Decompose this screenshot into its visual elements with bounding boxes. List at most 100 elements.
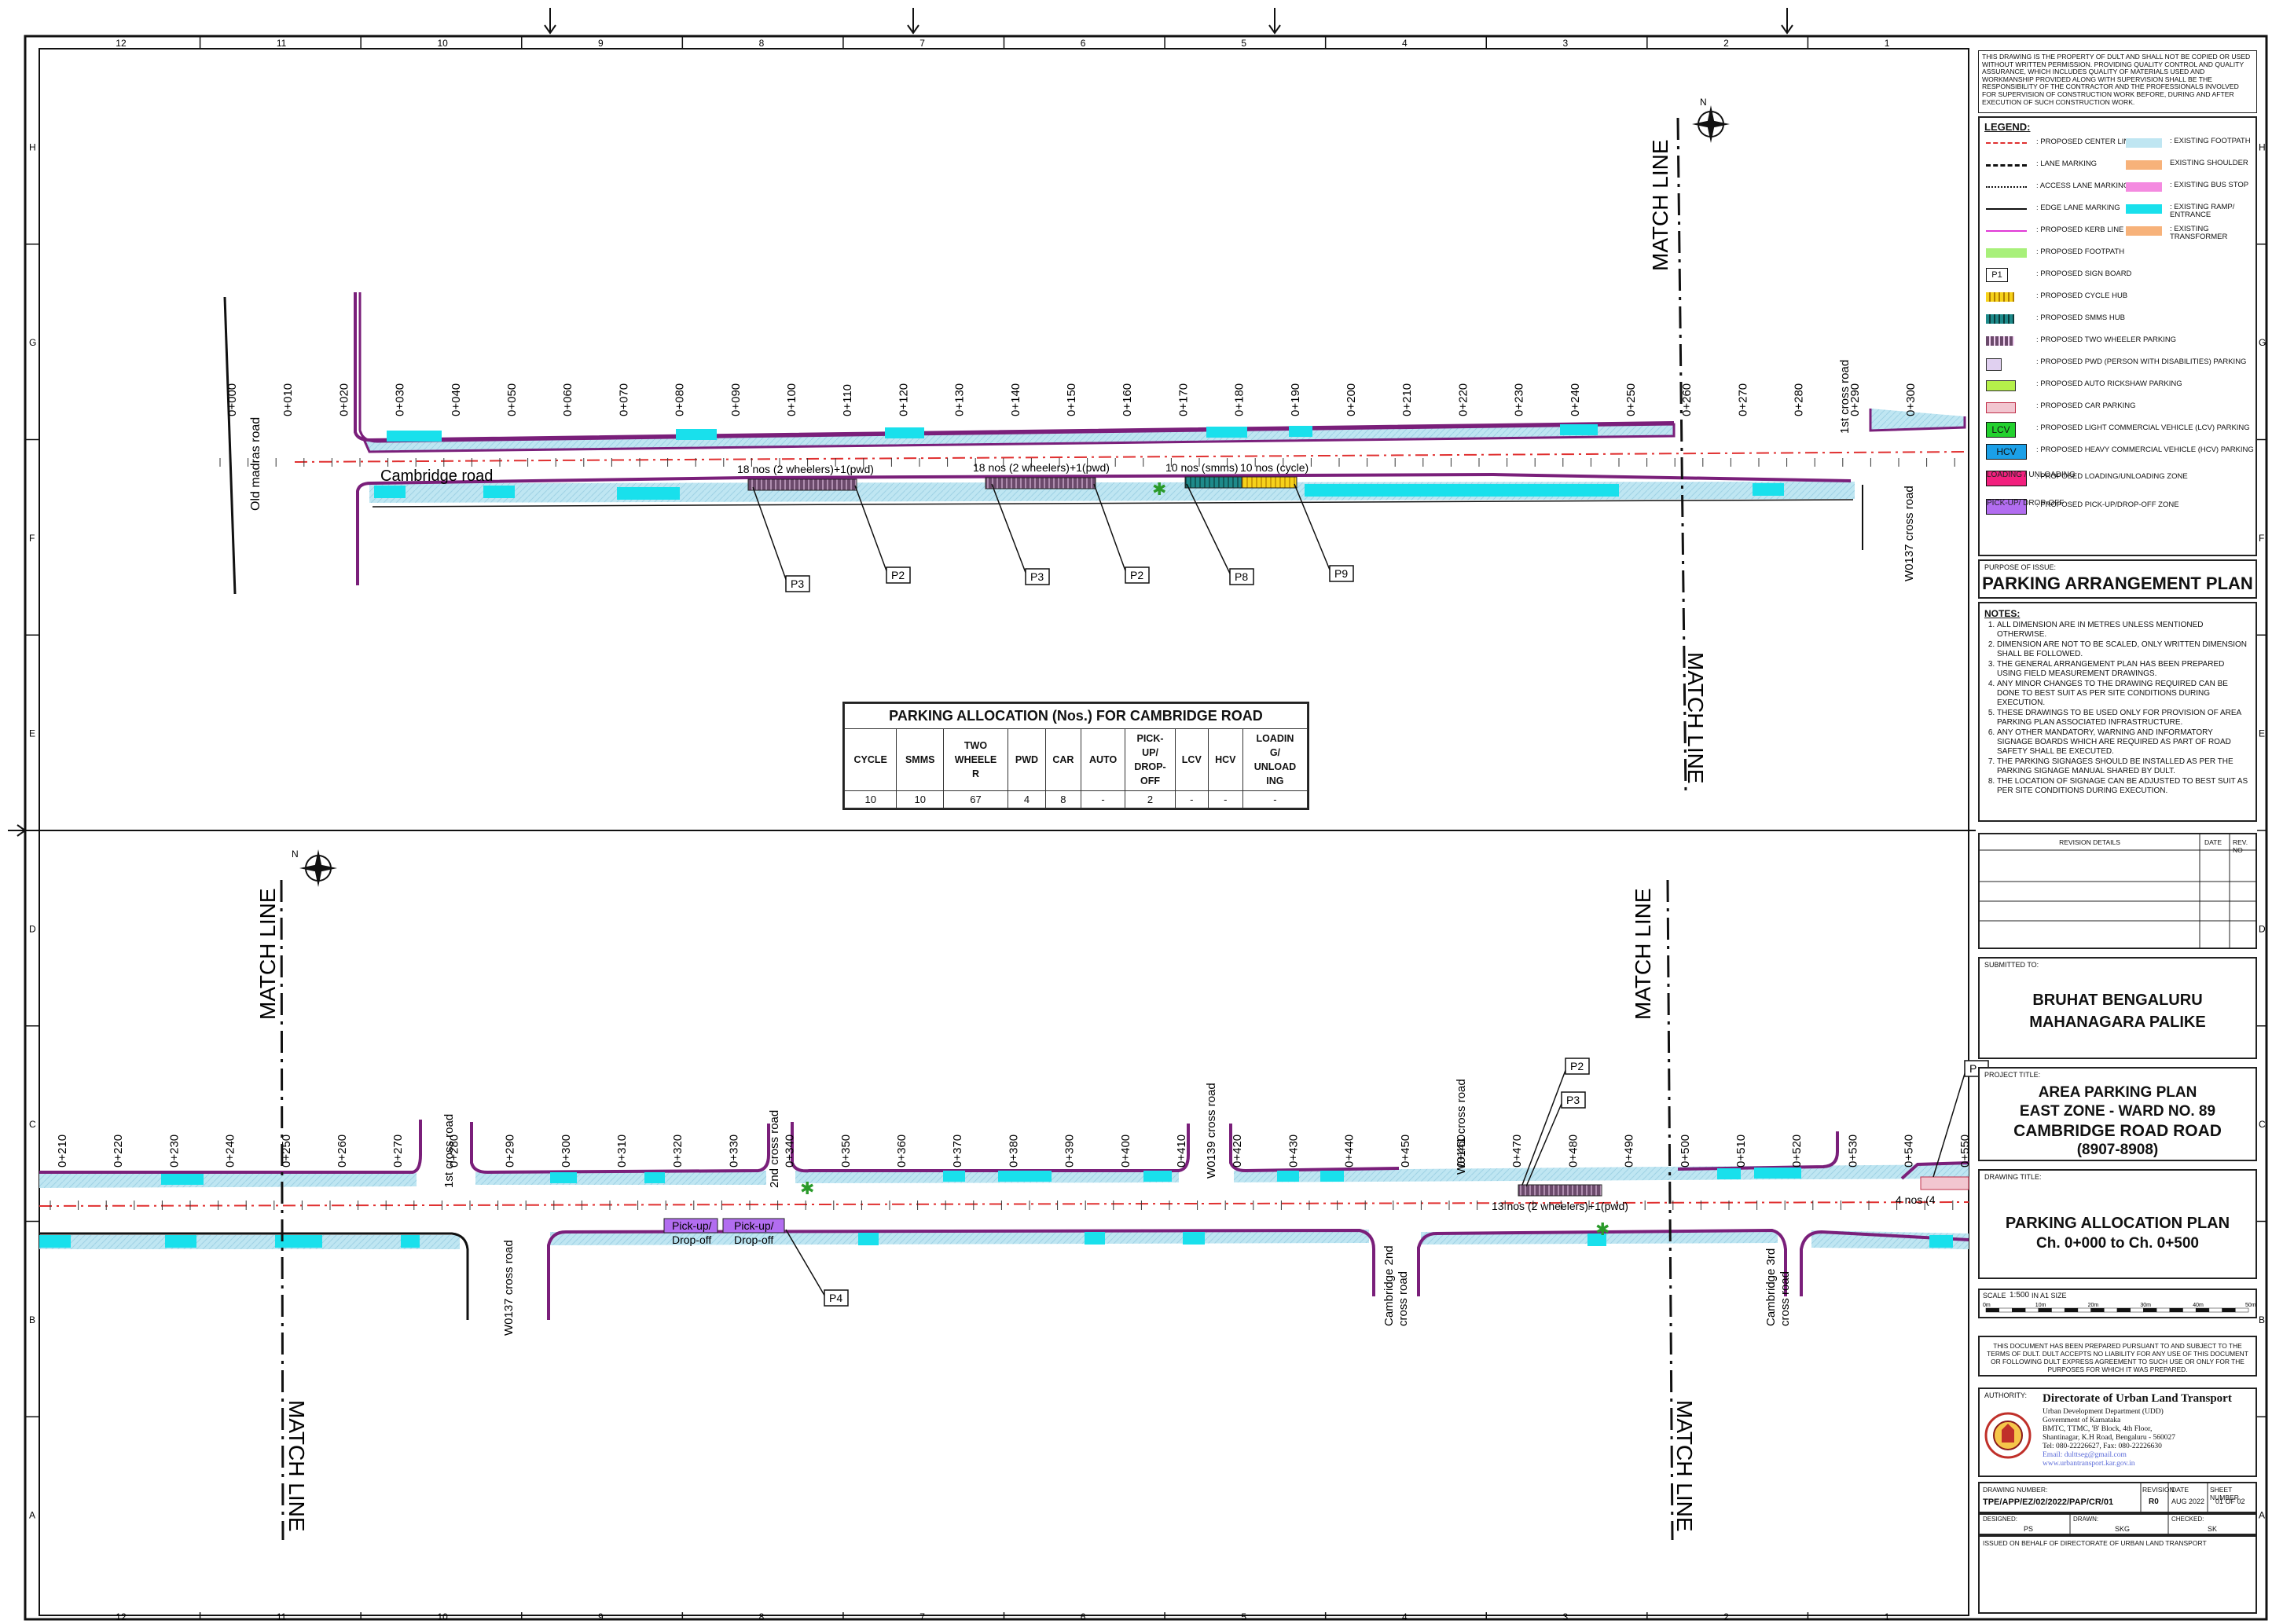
legend-swatch: LCV: [1986, 422, 2016, 438]
table-header-cell: HCV: [1207, 728, 1243, 791]
match-line-label-3: MATCH LINE: [255, 889, 280, 1021]
chainage-label: 0+170: [1176, 383, 1190, 416]
scale-segment: [2222, 1307, 2236, 1313]
table-value-cell: 10: [896, 790, 944, 808]
grid-row-label: H: [2259, 141, 2266, 152]
project-label: PROJECT TITLE:: [1984, 1071, 2041, 1079]
cycle-hub: [1241, 476, 1297, 489]
chainage-label: 0+260: [336, 1135, 349, 1168]
kerb-south-b1: [39, 1232, 469, 1320]
legend-label: : ACCESS LANE MARKING: [2036, 181, 2130, 190]
road-label-w0137-top: W0137 cross road: [1903, 486, 1916, 581]
legend-swatch: [1986, 336, 2014, 346]
tree-symbol: ✱: [1152, 479, 1166, 499]
footpath-south: [369, 482, 1855, 503]
grid-row-label: B: [29, 1314, 35, 1325]
scale-value: 1:500: [2010, 1291, 2030, 1300]
footpath-north-b3: [795, 1169, 1179, 1183]
chainage-label: 0+490: [1623, 1135, 1636, 1168]
disclaimer-box: THIS DRAWING IS THE PROPERTY OF DULT AND…: [1978, 50, 2257, 113]
ramp-block: [617, 487, 680, 500]
note-item: THESE DRAWINGS TO BE USED ONLY FOR PROVI…: [1997, 709, 2248, 728]
submitted-label: SUBMITTED TO:: [1984, 961, 2039, 969]
sheet-value: 01 OF 02: [2215, 1498, 2245, 1505]
legend-label: : PROPOSED PICK-UP/DROP-OFF ZONE: [2036, 500, 2179, 509]
sign-tag-label: P3: [791, 577, 804, 590]
chainage-label: 0+000: [226, 383, 239, 416]
table-value-cell: -: [1242, 790, 1309, 808]
legend-label: : PROPOSED CYCLE HUB: [2036, 291, 2128, 300]
chainage-label: 0+250: [1624, 383, 1638, 416]
sign-leader: [1186, 483, 1232, 577]
match-line-label-6: MATCH LINE: [1672, 1400, 1697, 1532]
chainage-label: 0+410: [1175, 1135, 1188, 1168]
authority-line: Tel: 080-22226627, Fax: 080-22226630: [2043, 1443, 2162, 1450]
sign-leader: [1521, 1065, 1568, 1186]
scale-label: SCALE: [1983, 1292, 2006, 1300]
ramp-block: [1717, 1168, 1741, 1179]
tree-symbol-b2: ✱: [1595, 1219, 1609, 1239]
scale-segment: [2090, 1307, 2105, 1313]
sign-leader: [1093, 483, 1128, 576]
kerb-north-b2: [470, 1122, 770, 1175]
chainage-label: 0+520: [1790, 1135, 1804, 1168]
sign-leader: [991, 483, 1028, 577]
parking-note-2: 18 nos (2 wheelers)+1(pwd): [973, 461, 1110, 474]
chainage-label: 0+100: [785, 383, 798, 416]
road-label-old-madras: Old madras road: [249, 417, 262, 511]
chainage-label: 0+210: [56, 1135, 69, 1168]
legend-label: : PROPOSED TWO WHEELER PARKING: [2036, 335, 2177, 344]
legend-swatch: [1986, 314, 2014, 324]
legend-swatch: [1986, 230, 2027, 232]
scale-segment: [2235, 1307, 2249, 1313]
legend-label: : LANE MARKING: [2036, 159, 2098, 168]
scale-segment: [2012, 1307, 2026, 1313]
scale-segment: [2038, 1307, 2052, 1313]
kerb-south: [356, 472, 1852, 585]
smms-hub: [1184, 476, 1242, 489]
grid-row-label: D: [29, 923, 36, 934]
sign-tag-label: P2: [1570, 1060, 1584, 1072]
legal-text: THIS DOCUMENT HAS BEEN PREPARED PURSUANT…: [1987, 1342, 2248, 1373]
kerb-south-2: [372, 499, 1854, 508]
ramp-block: [1754, 1168, 1801, 1179]
road-label-2nd-cross-bottom: 2nd cross road: [768, 1110, 781, 1188]
authority-address: Urban Development Department (UDD)Govern…: [2043, 1408, 2175, 1468]
table-value-cell: 67: [942, 790, 1009, 808]
chainage-label: 0+450: [1399, 1135, 1412, 1168]
sign-tag-label: P: [1969, 1062, 1977, 1075]
svg-text:N: N: [292, 849, 299, 860]
checked-label: CHECKED:: [2171, 1516, 2204, 1523]
grid-col-label: 10: [437, 1611, 448, 1622]
legend-swatch: [1986, 380, 2016, 391]
grid-col-label: 2: [1723, 38, 1729, 49]
ramp-block: [1320, 1171, 1344, 1182]
table-header-cell: CYCLE: [843, 728, 897, 791]
scale-tick-label: 30m: [2140, 1303, 2151, 1308]
table-value-cell: 10: [843, 790, 897, 808]
match-line-label-2: MATCH LINE: [1683, 652, 1708, 784]
chainage-label: 0+300: [1904, 383, 1918, 416]
table-header-cell: LCV: [1174, 728, 1209, 791]
footpath-south-bottom: [39, 1235, 460, 1249]
grid-row-label: F: [29, 533, 35, 544]
parking-note-3: 10 nos (smms): [1165, 461, 1239, 474]
legend-swatch: [1986, 208, 2027, 210]
chainage-label: 0+470: [1510, 1135, 1524, 1168]
chainage-label: 0+070: [617, 383, 630, 416]
parking-note-4: 10 nos (cycle): [1240, 461, 1309, 474]
designed-label: DESIGNED:: [1983, 1516, 2018, 1523]
ramp-block: [1753, 483, 1784, 496]
chainage-label: 0+080: [674, 383, 687, 416]
tree-symbol-b1: ✱: [800, 1179, 814, 1198]
sheet-label: SHEET NUMBER: [2210, 1486, 2239, 1501]
legend-label: : PROPOSED SIGN BOARD: [2036, 269, 2132, 278]
chainage-label: 0+280: [447, 1135, 461, 1168]
road-label-cambridge-3rd: Cambridge 3rdcross road: [1764, 1248, 1792, 1326]
sign-leader: [1294, 483, 1332, 574]
legend-label: : PROPOSED FOOTPATH: [2036, 247, 2125, 256]
